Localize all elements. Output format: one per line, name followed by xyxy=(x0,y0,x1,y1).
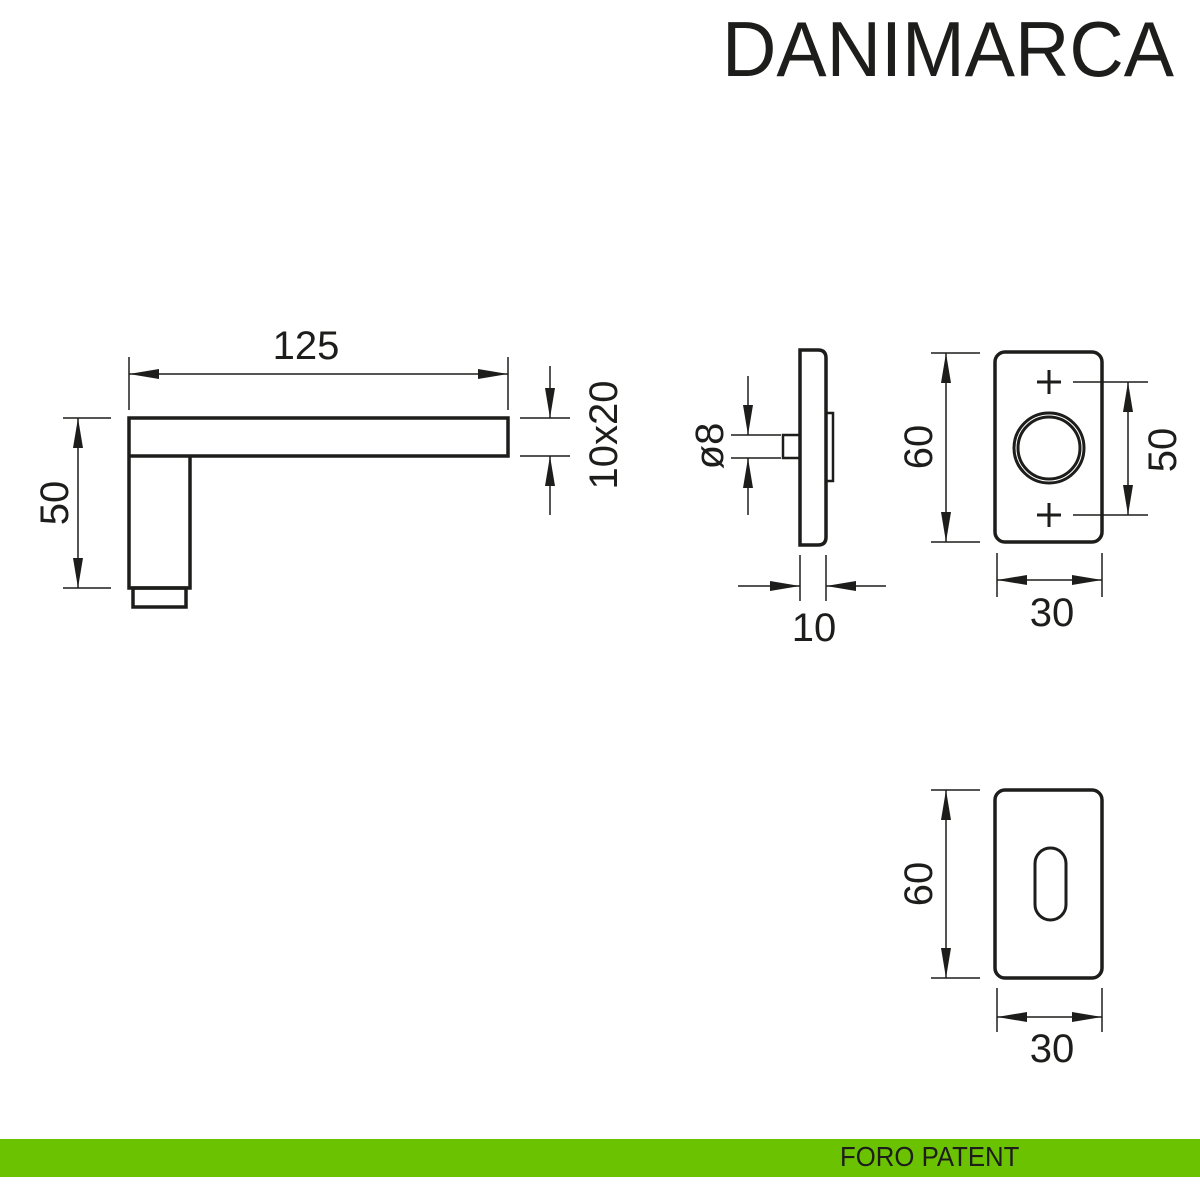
keyhole-plate: 60 30 xyxy=(897,788,1104,1071)
dimension-rosette-height: 60 xyxy=(897,352,980,543)
dimension-height: 50 xyxy=(33,417,111,589)
dimension-section: 10x20 xyxy=(520,366,626,515)
dimension-section-label: 10x20 xyxy=(582,381,626,490)
rosette-ring-outer xyxy=(1012,411,1086,485)
footer-band xyxy=(0,1139,1200,1177)
dimension-hole-spacing-label: 50 xyxy=(1141,428,1185,473)
rosette-side-body xyxy=(798,348,828,547)
handle-collar xyxy=(131,586,188,609)
rosette-front-view: 60 50 30 xyxy=(897,350,1185,635)
keyhole-slot-icon xyxy=(1033,846,1068,922)
screw-hole-bottom-icon xyxy=(1037,503,1061,527)
handle-lever xyxy=(127,416,510,590)
dimension-spindle-label: ø8 xyxy=(688,423,732,470)
spindle xyxy=(781,433,802,460)
dimension-rosette-width-label: 30 xyxy=(1030,591,1075,635)
dimension-thickness-label: 10 xyxy=(792,606,837,650)
product-title: DANIMARCA xyxy=(722,5,1174,93)
screw-hole-top-icon xyxy=(1037,370,1061,394)
dimension-rosette-height-label: 60 xyxy=(897,425,941,470)
dimension-plate-height: 60 xyxy=(897,789,980,979)
dimension-spindle: ø8 xyxy=(688,376,781,515)
handle-drawing: 125 50 10x20 xyxy=(33,324,626,609)
keyhole-plate-body xyxy=(993,788,1104,980)
dimension-rosette-width: 30 xyxy=(996,553,1103,635)
dimension-length: 125 xyxy=(128,324,509,410)
footer-label: FORO PATENT xyxy=(840,1141,1020,1172)
rosette-ring-inner xyxy=(1016,415,1082,481)
dimension-thickness: 10 xyxy=(738,555,886,650)
dimension-length-label: 125 xyxy=(273,324,340,368)
dimension-plate-width-label: 30 xyxy=(1030,1027,1075,1071)
rosette-boss xyxy=(826,411,835,483)
rosette-side-view: ø8 10 xyxy=(688,348,886,650)
dimension-plate-height-label: 60 xyxy=(897,862,941,907)
dimension-hole-spacing: 50 xyxy=(1073,381,1185,516)
dimension-plate-width: 30 xyxy=(996,988,1103,1071)
dimension-height-label: 50 xyxy=(33,481,77,526)
rosette-front-body xyxy=(993,350,1104,544)
